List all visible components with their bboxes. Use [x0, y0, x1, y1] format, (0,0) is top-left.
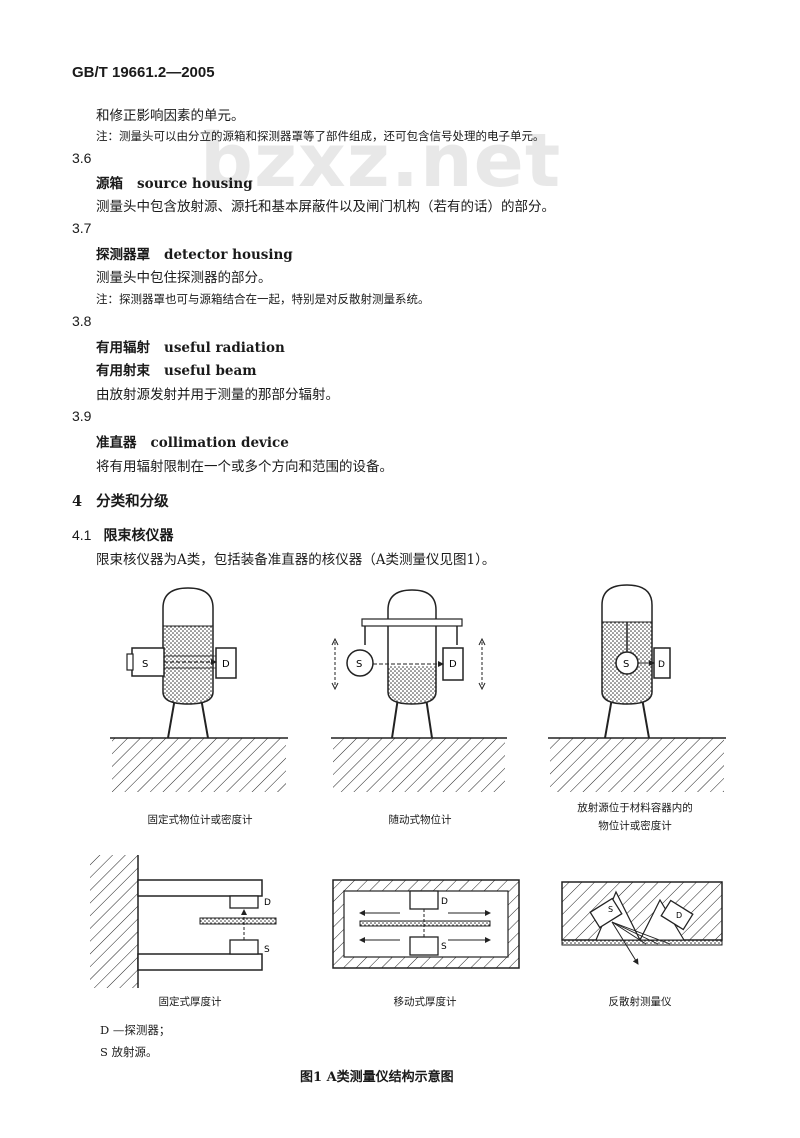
diagram-moving-thickness-gauge: D S — [332, 879, 520, 969]
term-useful-beam: 有用射束 useful beam — [96, 359, 257, 379]
section-number: 4 — [72, 493, 83, 510]
term-cn: 准直器 — [96, 435, 137, 451]
term-en: collimation device — [150, 435, 289, 451]
label-s: S — [356, 659, 362, 670]
label-d: D — [449, 659, 457, 670]
definition-collimation-device: 将有用辐射限制在一个或多个方向和范围的设备。 — [96, 459, 393, 475]
label-s: S — [608, 905, 613, 914]
watermark: bzxz.net — [200, 118, 562, 204]
term-en: source housing — [137, 176, 253, 192]
term-en: detector housing — [164, 247, 293, 263]
term-collimation-device: 准直器 collimation device — [96, 431, 289, 451]
paragraph-4-1: 限束核仪器为A类，包括装备准直器的核仪器（A类测量仪见图1）。 — [96, 552, 496, 568]
term-cn: 有用辐射 — [96, 340, 150, 356]
term-cn: 有用射束 — [96, 363, 150, 379]
definition-useful-radiation: 由放射源发射并用于测量的那部分辐射。 — [96, 387, 339, 403]
diagram-source-in-container-gauge: S D — [548, 584, 726, 792]
term-cn: 源箱 — [96, 176, 123, 192]
term-source-housing: 源箱 source housing — [96, 172, 253, 192]
clause-number-3-8: 3.8 — [72, 313, 92, 329]
caption-source-in-container-line2: 物位计或密度计 — [598, 820, 672, 832]
definition-detector-housing: 测量头中包住探测器的部分。 — [96, 270, 272, 286]
diagram-fixed-thickness-gauge: D S — [90, 855, 277, 988]
caption-fixed-level-gauge: 固定式物位计或密度计 — [147, 814, 253, 826]
diagram-follow-up-level-gauge: S D — [331, 589, 507, 792]
label-s: S — [142, 659, 148, 670]
term-en: useful beam — [164, 363, 257, 379]
section-heading-4: 4 分类和分级 — [72, 490, 169, 511]
legend-detector: D —探测器； — [100, 1023, 171, 1037]
label-s: S — [264, 945, 270, 955]
clause-number-3-6: 3.6 — [72, 150, 92, 166]
definition-source-housing: 测量头中包含放射源、源托和基本屏蔽件以及闸门机构（若有的话）的部分。 — [96, 199, 555, 215]
term-cn: 探测器罩 — [96, 247, 150, 263]
label-s: S — [441, 942, 447, 952]
clause-number-3-7: 3.7 — [72, 220, 92, 236]
term-detector-housing: 探测器罩 detector housing — [96, 243, 293, 263]
paragraph-continuation: 和修正影响因素的单元。 — [96, 108, 245, 124]
term-en: useful radiation — [164, 340, 285, 356]
section-title: 限束核仪器 — [103, 528, 174, 544]
page-header-code: GB/T 19661.2—2005 — [72, 64, 215, 81]
section-number: 4.1 — [72, 527, 92, 543]
label-d: D — [264, 898, 271, 908]
label-s: S — [623, 659, 629, 670]
caption-fixed-thickness-gauge: 固定式厚度计 — [158, 996, 222, 1008]
section-heading-4-1: 4.1 限束核仪器 — [72, 525, 173, 545]
caption-backscatter-gauge: 反散射测量仪 — [608, 996, 672, 1008]
label-d: D — [676, 911, 682, 920]
term-useful-radiation: 有用辐射 useful radiation — [96, 336, 285, 356]
label-d: D — [441, 897, 448, 907]
diagram-fixed-level-gauge: S D — [110, 587, 288, 792]
legend-source: S 放射源。 — [100, 1045, 158, 1059]
note-detector-housing: 注：探测器罩也可与源箱结合在一起，特别是对反散射测量系统。 — [96, 292, 430, 306]
diagram-backscatter-gauge: S D — [561, 881, 723, 965]
figure-title: 图1 A类测量仪结构示意图 — [300, 1070, 454, 1085]
caption-source-in-container-line1: 放射源位于材料容器内的 — [577, 802, 693, 814]
caption-follow-up-level-gauge: 随动式物位计 — [388, 814, 452, 826]
caption-moving-thickness-gauge: 移动式厚度计 — [393, 996, 457, 1008]
label-d: D — [658, 660, 665, 670]
note-measuring-head: 注：测量头可以由分立的源箱和探测器罩等了部件组成，还可包含信号处理的电子单元。 — [96, 129, 545, 143]
label-d: D — [222, 659, 230, 670]
section-title: 分类和分级 — [96, 493, 169, 510]
clause-number-3-9: 3.9 — [72, 408, 92, 424]
